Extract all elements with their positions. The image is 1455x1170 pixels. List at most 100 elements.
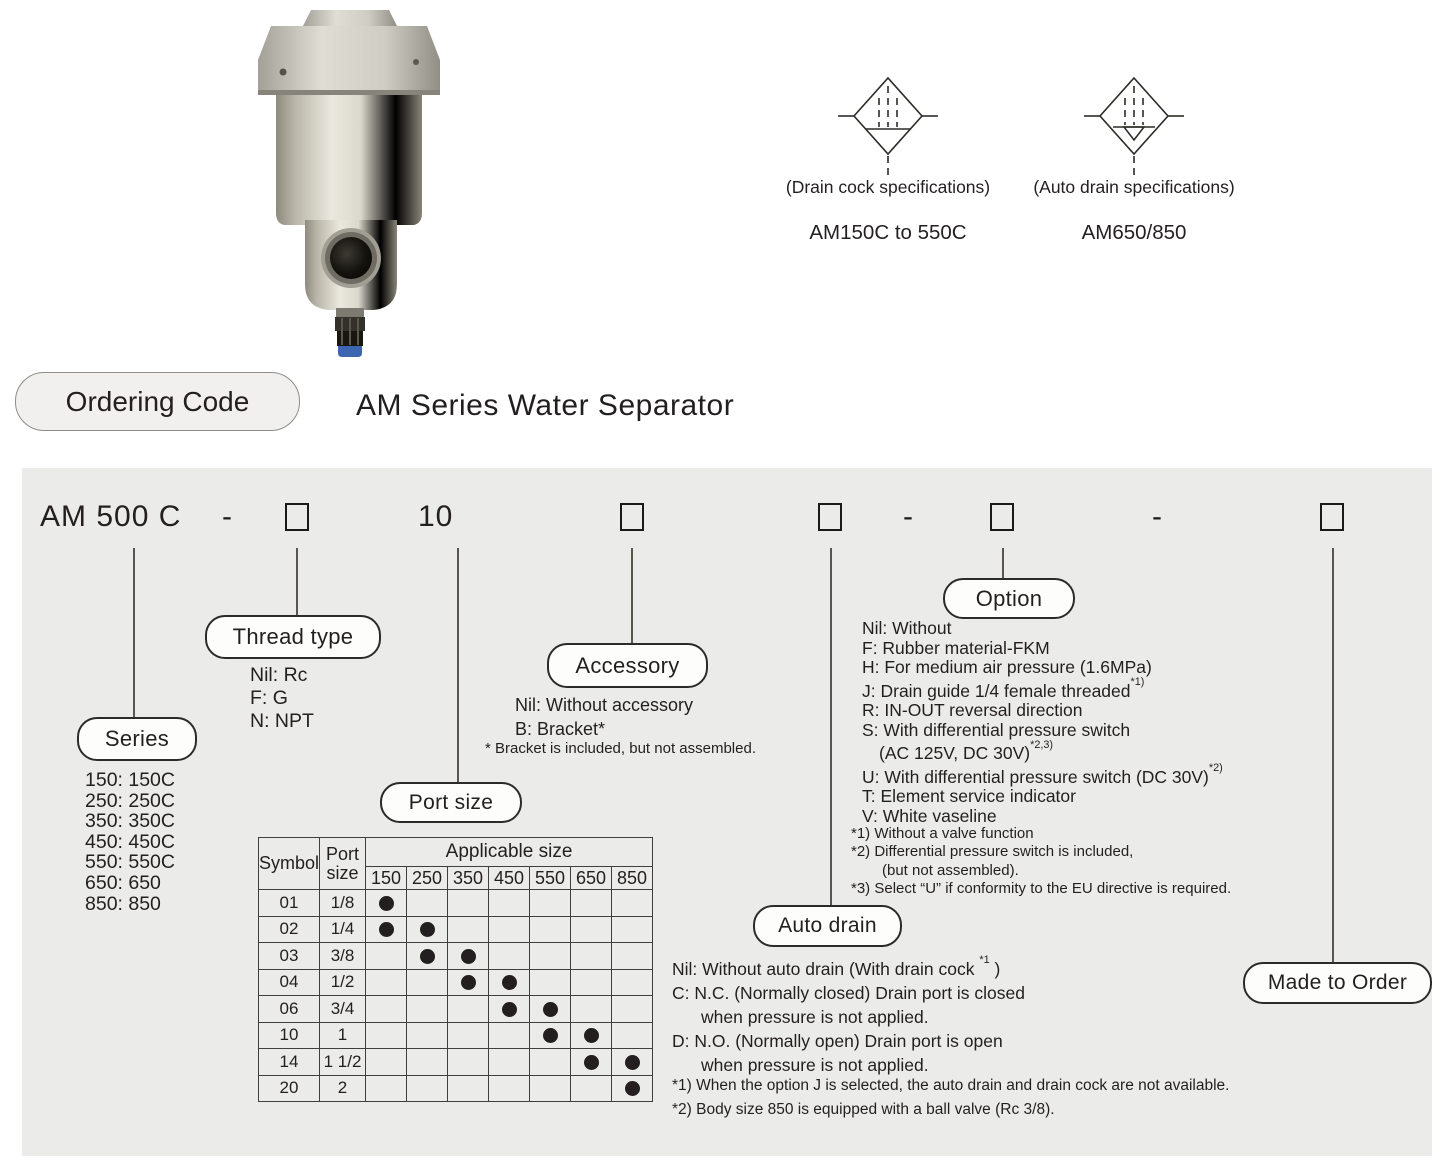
size-cell xyxy=(529,915,572,943)
ordering-code-badge: Ordering Code xyxy=(15,372,300,431)
auto-drain-models: AM650/850 xyxy=(1081,221,1187,244)
size-cell xyxy=(611,889,654,917)
list-line: 250: 250C xyxy=(85,789,175,812)
size-cell xyxy=(488,915,531,943)
port-cell: 3/4 xyxy=(319,995,367,1023)
list-line: 650: 650 xyxy=(85,871,161,894)
port-cell: 3/8 xyxy=(319,942,367,970)
auto-drain-symbol-icon xyxy=(1084,76,1184,176)
applicable-dot xyxy=(501,975,517,991)
size-cell xyxy=(488,1021,531,1049)
list-line: U: With differential pressure switch (DC… xyxy=(862,761,1223,787)
connector-option xyxy=(1002,548,1004,578)
list-line: H: For medium air pressure (1.6MPa) xyxy=(862,657,1152,678)
size-cell xyxy=(570,889,613,917)
list-line: B: Bracket* xyxy=(515,718,606,739)
connector-autodrain xyxy=(830,548,832,905)
ordering-code-box: AM 500 C - 10 - - Thread type Series Acc… xyxy=(22,468,1432,1156)
list-line: C: N.C. (Normally closed) Drain port is … xyxy=(672,982,1026,1003)
list-line: 550: 550C xyxy=(85,851,175,874)
list-line: Nil: Without accessory xyxy=(515,695,694,715)
list-line: J: Drain guide 1/4 female threaded*1) xyxy=(862,675,1145,701)
size-cell xyxy=(406,968,449,996)
list-line: F: G xyxy=(250,687,288,709)
port-cell: 1/8 xyxy=(319,889,367,917)
size-cell xyxy=(611,995,654,1023)
size-cell xyxy=(529,968,572,996)
size-cell xyxy=(570,1074,613,1102)
list-line: *1) When the option J is selected, the a… xyxy=(672,1077,1230,1094)
size-cell xyxy=(365,942,408,970)
drain-cock-symbol-icon xyxy=(838,76,938,176)
applicable-dot xyxy=(460,948,476,964)
list-line: S: With differential pressure switch xyxy=(862,719,1131,740)
size-cell xyxy=(365,915,408,943)
port-size-pill: Port size xyxy=(380,782,522,823)
size-cell xyxy=(570,995,613,1023)
port-cell: 1/4 xyxy=(319,915,367,943)
list-line: V: White vaseline xyxy=(862,805,997,826)
connector-series xyxy=(133,548,135,717)
thread-type-pill: Thread type xyxy=(205,615,381,659)
size-cell xyxy=(365,1048,408,1076)
option-pill: Option xyxy=(943,578,1075,619)
auto-drain-footnotes: *1) When the option J is selected, the a… xyxy=(672,1074,1229,1121)
applicable-dot xyxy=(624,1054,640,1070)
auto-drain-pill: Auto drain xyxy=(753,905,902,947)
list-line: 150: 150C xyxy=(85,769,175,791)
list-line: (AC 125V, DC 30V)*2,3) xyxy=(879,738,1053,764)
symbol-cell: 20 xyxy=(257,1074,321,1102)
size-cell xyxy=(365,1074,408,1102)
size-cell xyxy=(488,942,531,970)
applicable-dot xyxy=(378,895,394,911)
applicable-dot xyxy=(419,922,435,938)
size-cell xyxy=(529,1074,572,1102)
applicable-dot xyxy=(542,1028,558,1044)
size-cell xyxy=(365,1021,408,1049)
list-line: *2) Differential pressure switch is incl… xyxy=(851,843,1134,861)
size-cell xyxy=(611,968,654,996)
code-dash-3: - xyxy=(1152,500,1163,533)
list-line: *1) Without a valve function xyxy=(851,825,1034,842)
size-cell xyxy=(488,889,531,917)
size-cell xyxy=(488,968,531,996)
list-line: T: Element service indicator xyxy=(862,786,1076,807)
size-cell xyxy=(611,1048,654,1076)
list-line: 850: 850 xyxy=(85,892,161,915)
code-box-thread xyxy=(285,503,309,531)
size-cell xyxy=(570,942,613,970)
code-box-autodrain xyxy=(818,503,842,531)
size-cell xyxy=(570,1021,613,1049)
symbol-cell: 04 xyxy=(257,968,321,996)
drain-cock-models: AM150C to 550C xyxy=(809,221,967,244)
list-line: N: NPT xyxy=(250,710,314,732)
list-line: Nil: Without auto drain (With drain cock… xyxy=(672,954,1001,979)
code-box-option xyxy=(990,503,1014,531)
code-dash-1: - xyxy=(222,500,233,533)
connector-portsize xyxy=(457,548,459,782)
col-applicable-size: Applicable size xyxy=(365,837,654,867)
symbol-cell: 03 xyxy=(257,942,321,970)
applicable-dot xyxy=(583,1028,599,1044)
size-cell xyxy=(365,995,408,1023)
applicable-dot xyxy=(583,1054,599,1070)
size-cell xyxy=(406,1048,449,1076)
list-line: *3) Select “U” if conformity to the EU d… xyxy=(851,880,1232,898)
option-footnotes: *1) Without a valve function*2) Differen… xyxy=(851,825,1231,899)
applicable-dot xyxy=(419,948,435,964)
size-cell xyxy=(570,915,613,943)
applicable-dot xyxy=(542,1001,558,1017)
size-cell xyxy=(611,1074,654,1102)
size-cell xyxy=(611,942,654,970)
connector-accessory xyxy=(631,548,633,643)
